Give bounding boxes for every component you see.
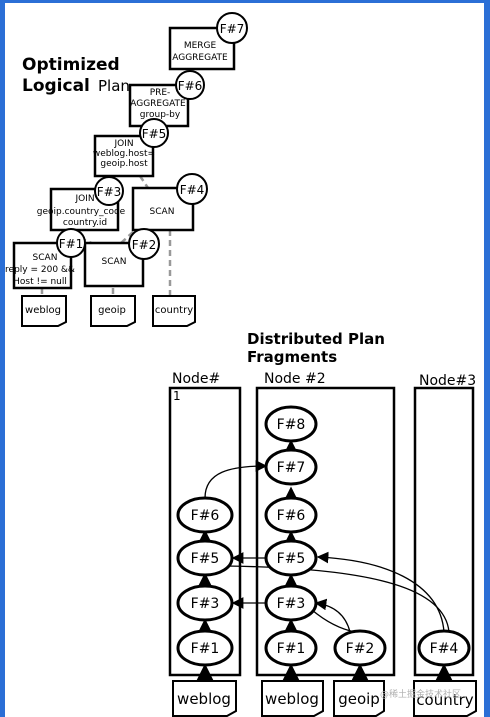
n1-f3-label: F#3 — [191, 596, 220, 612]
frag-f7-label: F#7 — [220, 22, 245, 36]
n2-f7-node — [264, 448, 318, 486]
top-frame-border — [0, 0, 490, 3]
dist-weblog-label-1: weblog — [177, 690, 231, 708]
join2-label-2: geoip.country_code — [37, 207, 126, 217]
dist-weblog-doc-1 — [172, 680, 237, 717]
frag-f7-badge — [216, 12, 248, 44]
n1-f5-label: F#5 — [191, 551, 220, 567]
weblog-table-label: weblog — [25, 305, 61, 316]
n2-f3-label: F#3 — [277, 596, 306, 612]
watermark-text: @稀土掘金技术社区 — [380, 688, 461, 700]
scan1-label-2: reply = 200 && — [5, 265, 75, 275]
edge-n1f6-to-n2f7 — [204, 460, 268, 499]
dist-geoip-doc — [333, 680, 385, 717]
join2-label-1: JOIN — [74, 194, 94, 204]
scan4-label: SCAN — [150, 207, 175, 217]
n2-f2-node — [333, 629, 387, 667]
dist-weblog-label-2: weblog — [265, 690, 319, 708]
n3-f4-node — [417, 629, 471, 667]
distributed-title-2: Fragments — [247, 348, 337, 366]
dist-country-doc — [413, 680, 477, 717]
dist-weblog-doc-2 — [261, 680, 324, 717]
n3-f4-label: F#4 — [430, 641, 459, 657]
n1-f5-node — [176, 539, 234, 577]
scan1-label-3: Host != null — [13, 277, 67, 287]
n2-f8-node — [264, 405, 318, 443]
dash-join1-join2 — [138, 175, 150, 189]
geoip-table-doc — [90, 295, 136, 327]
dist-country-label: country — [416, 691, 473, 709]
frag-f1-badge — [56, 228, 86, 258]
n2-f3-node — [264, 584, 318, 622]
frag-f5-label: F#5 — [142, 127, 167, 141]
scan1-label-1: SCAN — [33, 253, 58, 263]
frag-f3-badge — [94, 176, 124, 206]
n2-f6-node — [264, 496, 318, 534]
frag-f2-label: F#2 — [132, 238, 157, 252]
frag-f6-badge — [175, 70, 205, 100]
left-frame-border — [0, 0, 5, 717]
logical-plan-title-1: Optimized — [22, 55, 120, 75]
join1-label-1: JOIN — [113, 139, 133, 149]
frag-f4-badge — [176, 173, 208, 205]
frag-f1-label: F#1 — [59, 237, 84, 251]
country-table-doc — [152, 295, 196, 327]
right-frame-border — [484, 0, 490, 717]
n2-f7-label: F#7 — [277, 460, 306, 476]
pre-label-3: group-by — [140, 110, 181, 120]
logical-plan-title-3: Plan — [98, 77, 130, 95]
merge-label-2: AGGREGATE — [172, 53, 228, 63]
n2-f6-label: F#6 — [277, 508, 306, 524]
n2-f5-label: F#5 — [277, 551, 306, 567]
n1-f1-label: F#1 — [191, 641, 220, 657]
n1-f3-node — [176, 584, 234, 622]
frag-f6-label: F#6 — [178, 79, 203, 93]
logical-plan-title-2: Logical — [22, 76, 90, 96]
node-2-label: Node #2 — [264, 371, 326, 387]
pre-label-1: PRE- — [150, 88, 171, 98]
merge-label-1: MERGE — [184, 41, 217, 51]
n1-f1-node — [176, 629, 234, 667]
n1-f6-node — [176, 496, 234, 534]
node-1-label-b: 1 — [173, 389, 181, 403]
edge-f4-to-n2f5 — [316, 551, 445, 633]
n2-f1-node — [264, 629, 318, 667]
distributed-title-1: Distributed Plan — [247, 330, 385, 348]
join2-label-3: country.id — [63, 218, 107, 228]
n2-f2-label: F#2 — [346, 641, 375, 657]
join1-label-3: geoip.host — [100, 159, 148, 169]
join1-label-2: weblog.host= — [93, 149, 155, 159]
n2-f8-label: F#8 — [277, 417, 306, 433]
frag-f5-badge — [139, 118, 169, 148]
dist-geoip-label: geoip — [338, 690, 380, 708]
n2-f5-node — [264, 539, 318, 577]
geoip-table-label: geoip — [98, 305, 126, 316]
frag-f3-label: F#3 — [97, 185, 122, 199]
node-3-label: Node#3 — [419, 373, 476, 389]
node-2-box — [255, 386, 396, 677]
scan2-label: SCAN — [102, 257, 127, 267]
pre-label-2: AGGREGATE — [130, 99, 186, 109]
weblog-table-doc — [21, 295, 67, 327]
frag-f4-label: F#4 — [180, 183, 205, 197]
edge-f2-to-n2f3 — [314, 598, 351, 633]
country-table-label: country — [155, 305, 193, 316]
node-1-label-a: Node# — [172, 371, 220, 387]
n2-f1-label: F#1 — [277, 641, 306, 657]
frag-f2-badge — [128, 228, 160, 260]
n1-f6-label: F#6 — [191, 508, 220, 524]
